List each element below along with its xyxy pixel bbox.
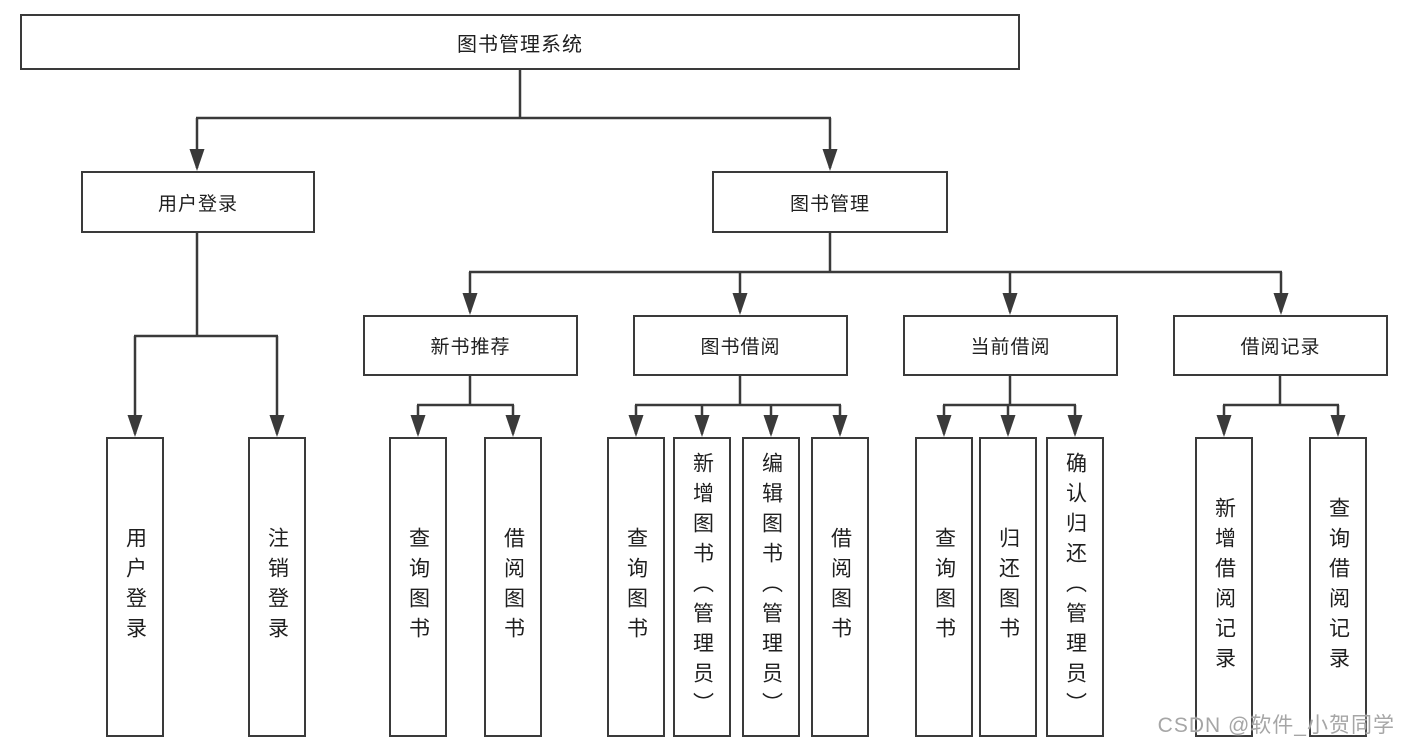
leaf-label: 注销登录 <box>265 527 289 647</box>
node-new-book-recommend: 新书推荐 <box>363 315 578 376</box>
leaf-edit-books-admin: 编辑图书（管理员） <box>742 437 800 737</box>
leaf-label: 查询借阅记录 <box>1326 497 1350 677</box>
leaf-borrow-books: 借阅图书 <box>811 437 869 737</box>
leaf-user-login: 用户登录 <box>106 437 164 737</box>
leaf-confirm-return-admin: 确认归还（管理员） <box>1046 437 1104 737</box>
leaf-label: 查询图书 <box>932 527 956 647</box>
node-borrow-records: 借阅记录 <box>1173 315 1388 376</box>
leaf-logout: 注销登录 <box>248 437 306 737</box>
leaf-label: 归还图书 <box>996 527 1020 647</box>
leaf-query-borrow-record: 查询借阅记录 <box>1309 437 1367 737</box>
leaf-label: 编辑图书（管理员） <box>759 452 783 722</box>
leaf-label: 借阅图书 <box>828 527 852 647</box>
leaf-label: 确认归还（管理员） <box>1063 452 1087 722</box>
csdn-watermark: CSDN @软件_小贺同学 <box>1157 714 1395 737</box>
leaf-query-books-recommend: 查询图书 <box>389 437 447 737</box>
leaf-query-books-borrow: 查询图书 <box>607 437 665 737</box>
leaf-label: 新增借阅记录 <box>1212 497 1236 677</box>
node-user-login: 用户登录 <box>81 171 315 233</box>
node-book-borrow: 图书借阅 <box>633 315 848 376</box>
leaf-return-books: 归还图书 <box>979 437 1037 737</box>
leaf-label: 用户登录 <box>123 527 147 647</box>
node-book-management: 图书管理 <box>712 171 948 233</box>
leaf-label: 借阅图书 <box>501 527 525 647</box>
leaf-add-borrow-record: 新增借阅记录 <box>1195 437 1253 737</box>
leaf-label: 查询图书 <box>406 527 430 647</box>
node-book-management-system: 图书管理系统 <box>20 14 1020 70</box>
leaf-add-books-admin: 新增图书（管理员） <box>673 437 731 737</box>
leaf-query-books-current: 查询图书 <box>915 437 973 737</box>
leaf-label: 新增图书（管理员） <box>690 452 714 722</box>
leaf-borrow-books-recommend: 借阅图书 <box>484 437 542 737</box>
node-current-borrow: 当前借阅 <box>903 315 1118 376</box>
leaf-label: 查询图书 <box>624 527 648 647</box>
